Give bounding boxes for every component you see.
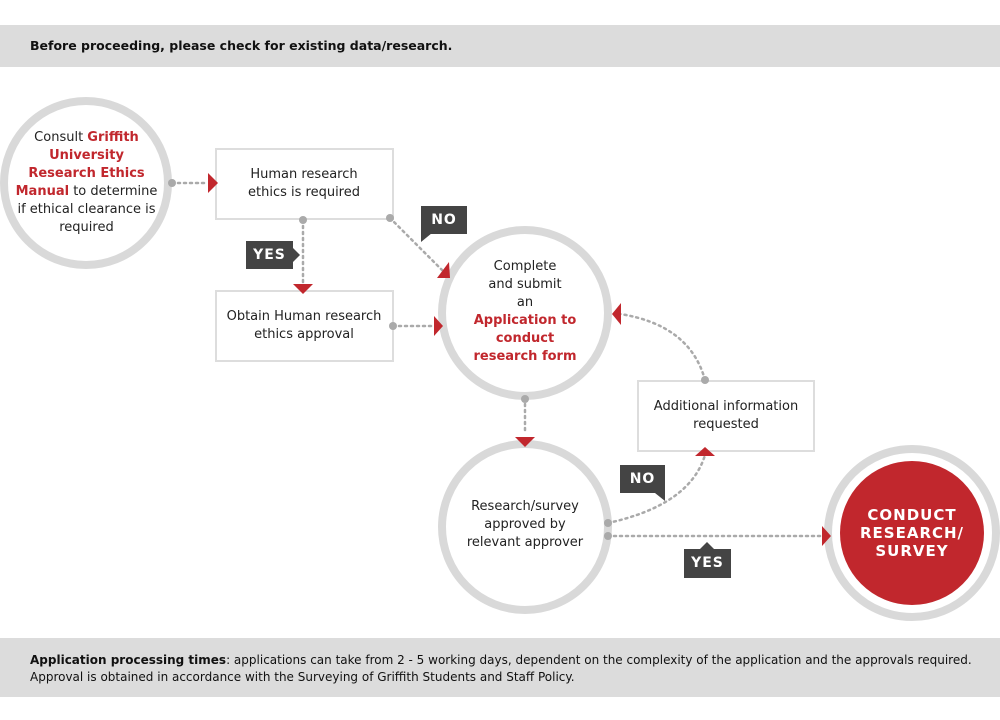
consult-node: Consult Griffith University Research Eth… <box>15 130 158 235</box>
obtain-approval-node: Obtain Human research ethics approval <box>226 309 382 342</box>
footer-note: Application processing times: applicatio… <box>0 638 1000 697</box>
additional-info-box <box>637 380 815 452</box>
yes-label: YES <box>684 549 731 578</box>
ethics-required-box <box>215 148 394 220</box>
no-label: NO <box>421 206 467 234</box>
ethics-required-node: Human research ethics is required <box>248 167 360 200</box>
additional-info-node: Additional information requested <box>653 399 799 432</box>
approved-node: Research/survey approved by relevant app… <box>466 499 584 550</box>
no-label: NO <box>620 465 665 493</box>
top-notice: Before proceeding, please check for exis… <box>0 25 1000 67</box>
application-node: Complete and submit an Application to co… <box>462 259 588 364</box>
ethics-manual-link[interactable]: Griffith University Research Ethics Manu… <box>15 130 145 199</box>
conduct-fill <box>840 461 984 605</box>
yes-label: YES <box>246 241 293 269</box>
conduct-node: CONDUCT RESEARCH/ SURVEY <box>859 506 965 560</box>
arrowheads <box>208 173 831 546</box>
application-form-link[interactable]: Application to conduct research form <box>473 313 577 364</box>
obtain-approval-box <box>215 290 394 362</box>
